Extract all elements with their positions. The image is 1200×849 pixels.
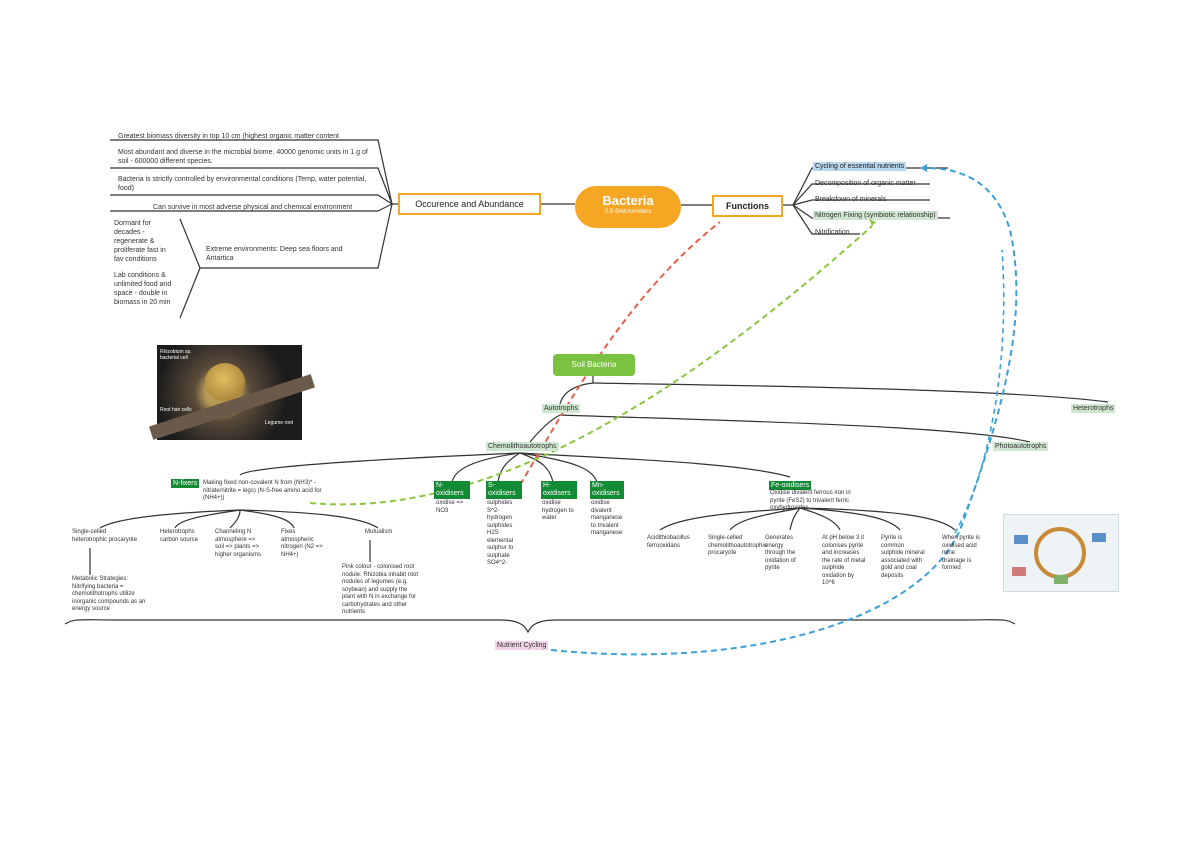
mn-oxidisers-node[interactable]: Mn-oxidisers — [590, 481, 624, 499]
s-oxidisers-text: sulphides S^2- hydrogen sulphides H2S el… — [487, 500, 514, 566]
bacterial-cell-shape — [205, 363, 245, 401]
photoautotrophs-node[interactable]: Photoautotrophs — [993, 442, 1049, 451]
survival-item-1: Dormant for decades - regenerate & proli… — [114, 220, 166, 263]
chemolithoautotrophs-node[interactable]: Chemolithoautotrophs — [486, 442, 559, 451]
function-item-5: Nitrification — [815, 229, 850, 236]
function-item-2: Decomposition of organic matter — [815, 180, 916, 187]
nfix-item-3: Channeling N atmosphere => soil => plant… — [215, 529, 262, 558]
function-item-3: Breakdown of minerals — [815, 196, 887, 203]
hub-subtitle: 0.5-5micrometers — [604, 209, 652, 215]
n-oxidisers-text: oxidise => NO3 — [436, 500, 464, 514]
h-oxidisers-text: oxidise hydrogen to water — [542, 500, 574, 521]
feox-item-6: When pyrite is oxidised acid mine draina… — [942, 535, 981, 571]
occurrence-item-1: Greatest biomass diversity in top 10 cm … — [118, 133, 339, 140]
mn-oxidisers-text: oxidise divalent manganese to trivalent … — [591, 500, 623, 536]
nitrogen-cycle-diagram — [1003, 514, 1119, 592]
rhizobium-photo: Rhizobium sp. bacterial cell Root hair c… — [148, 345, 316, 440]
fe-oxidisers-node[interactable]: Fe-oxidisers — [769, 481, 812, 490]
nfix-item-1: Single-celled heterotrophic procaryote — [72, 529, 138, 543]
function-item-4: Nitrogen Fixing (symbiotic relationship) — [813, 211, 938, 220]
occurrence-item-3: Bacteria is strictly controlled by envir… — [118, 176, 367, 192]
nfix-item-5: Mutualism — [365, 529, 393, 535]
cycle-chip — [1054, 575, 1068, 584]
photo-caption-root: Legume root — [265, 420, 294, 426]
photo-caption-roothair: Root hair cells — [160, 407, 192, 413]
fe-oxidisers-text: Oxidise divalent ferrous iron in pyrite … — [770, 490, 851, 511]
feox-item-1: Acidithiobacillus ferrooxidans — [647, 535, 690, 549]
nfix-item-2: Heterotrophs carbon source — [160, 529, 199, 543]
bacteria-hub[interactable]: Bacteria 0.5-5micrometers — [575, 186, 681, 228]
autotrophs-node[interactable]: Autotrophs — [542, 404, 580, 413]
nutrient-cycling-node[interactable]: Nutrient Cycling — [495, 641, 549, 650]
n-fixers-text: Making fixed non-covalent N from (NH3)* … — [203, 480, 322, 501]
functions-node[interactable]: Functions — [712, 195, 783, 217]
n-oxidisers-node[interactable]: N-oxidisers — [434, 481, 470, 499]
photo-caption-cell: Rhizobium sp. bacterial cell — [160, 349, 192, 361]
feox-item-3: Generates energy through the oxidation o… — [765, 535, 796, 571]
s-oxidisers-node[interactable]: S-oxidisers — [486, 481, 522, 499]
h-oxidisers-node[interactable]: H-oxidisers — [541, 481, 577, 499]
cycle-chip — [1014, 535, 1028, 544]
cycle-chip — [1012, 567, 1026, 576]
occurrence-item-2: Most abundant and diverse in the microbi… — [118, 149, 368, 165]
occurrence-node[interactable]: Occurence and Abundance — [398, 193, 541, 215]
feox-item-5: Pyrite is common sulphide mineral associ… — [881, 535, 925, 579]
soil-bacteria-node[interactable]: Soil Bacteria — [553, 354, 635, 376]
cycle-chip — [1092, 533, 1106, 542]
survival-item-2: Lab conditions & unlimited food and spac… — [114, 272, 172, 306]
cycle-ring-shape — [1034, 527, 1086, 579]
hub-title: Bacteria — [602, 193, 654, 208]
occurrence-item-4: Can survive in most adverse physical and… — [153, 204, 353, 211]
n-fixers-node[interactable]: N-fixers — [171, 479, 200, 488]
function-item-1: Cycling of essential nutrients — [813, 162, 907, 171]
occurrence-item-5: Extreme environments: Deep sea floors an… — [206, 246, 343, 262]
nfix-item-4: Fixes atmospheric nitrogen (N2 => NH4+) — [281, 529, 323, 558]
feox-item-2: Single-celled chemolithoautotrophic proc… — [708, 535, 767, 556]
metabolic-strategies-text: Metabolic Strategies: Nitrifying bacteri… — [72, 576, 146, 612]
feox-item-4: At pH below 3 it colonises pyrite and in… — [822, 535, 866, 586]
mutualism-detail-text: Pink colour - colonised root nodule. Rhi… — [342, 564, 419, 615]
heterotrophs-node[interactable]: Heterotrophs — [1071, 404, 1116, 413]
